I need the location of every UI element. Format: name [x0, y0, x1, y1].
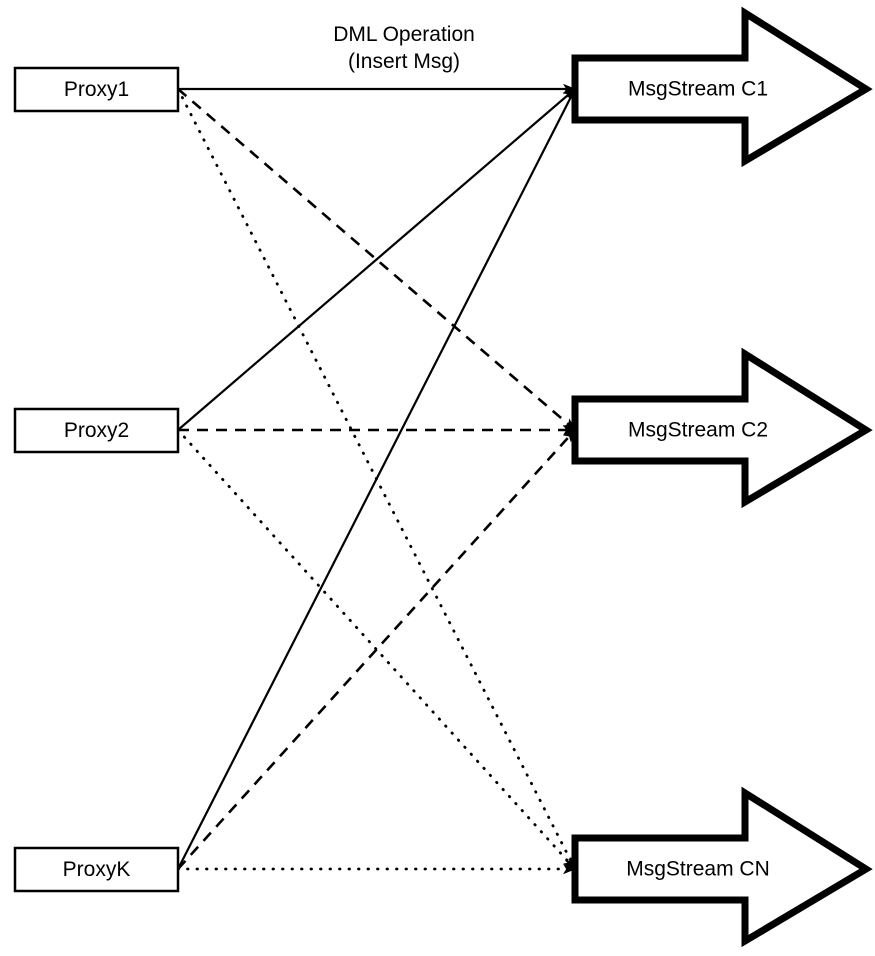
proxy-box-shape [13, 846, 180, 893]
proxy-label: ProxyK [63, 858, 131, 881]
proxy-box-shape [13, 66, 180, 113]
edge-pk-c2[interactable] [177, 429, 576, 870]
proxy-node-proxy2[interactable]: Proxy2 [13, 407, 180, 454]
stream-arrow-shape [571, 347, 873, 509]
stream-label: MsgStream CN [626, 858, 770, 881]
stream-node-stream_c1[interactable]: MsgStream C1 [571, 6, 873, 168]
edge-line-solid [177, 88, 576, 431]
streams-layer: MsgStream C1 MsgStream C2 MsgStream CN [571, 6, 873, 948]
proxy-label: Proxy1 [64, 78, 129, 101]
proxy-node-proxyK[interactable]: ProxyK [13, 846, 180, 893]
edges-layer [176, 83, 577, 875]
edge-label-line1: DML Operation [333, 23, 475, 46]
stream-arrow-shape [571, 6, 873, 168]
edge-p2-c1[interactable] [177, 88, 576, 431]
stream-label: MsgStream C1 [628, 78, 768, 101]
stream-node-stream_c2[interactable]: MsgStream C2 [571, 347, 873, 509]
edge-line-solid [177, 88, 576, 870]
stream-label: MsgStream C2 [628, 419, 768, 442]
edge-label-dml-operation: DML Operation (Insert Msg) [333, 23, 475, 73]
stream-arrow-shape [571, 786, 873, 948]
edge-pk-c1[interactable] [177, 88, 576, 870]
proxy-box-shape [13, 407, 180, 454]
stream-node-stream_cn[interactable]: MsgStream CN [571, 786, 873, 948]
edge-label-line2: (Insert Msg) [348, 50, 460, 73]
proxy-node-proxy1[interactable]: Proxy1 [13, 66, 180, 113]
edge-line-dashed [177, 429, 576, 870]
proxy-label: Proxy2 [64, 419, 129, 442]
